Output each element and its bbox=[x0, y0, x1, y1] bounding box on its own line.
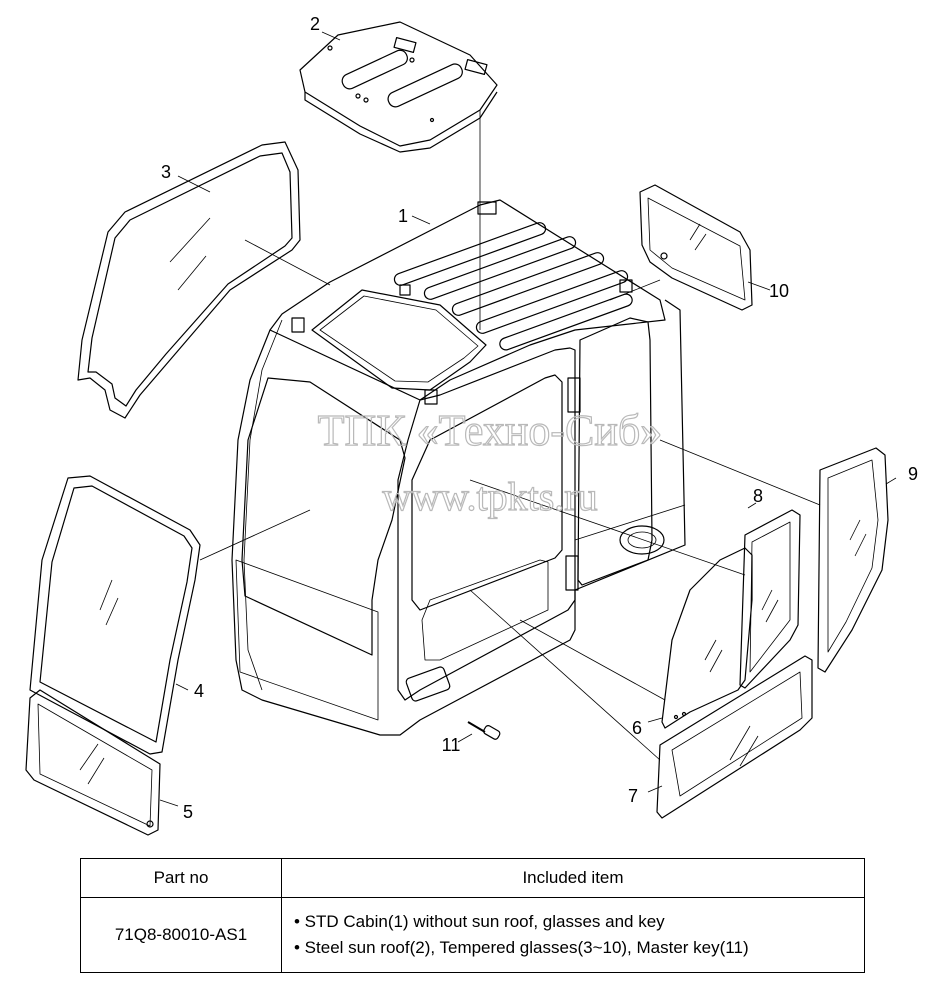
sun-roof-part bbox=[299, 21, 498, 153]
callout-1: 1 bbox=[398, 206, 408, 226]
cabin-body-part bbox=[231, 199, 686, 736]
callout-7: 7 bbox=[628, 786, 638, 806]
front-upper-glass-part bbox=[29, 475, 201, 755]
callout-3: 3 bbox=[161, 162, 171, 182]
included-items-cell: • STD Cabin(1) without sun roof, glasses… bbox=[281, 897, 865, 973]
table-row: 71Q8-80010-AS1 • STD Cabin(1) without su… bbox=[80, 897, 865, 973]
part-number-cell: 71Q8-80010-AS1 bbox=[80, 897, 282, 973]
callout-9: 9 bbox=[908, 464, 918, 484]
door-glass-7-part bbox=[656, 655, 813, 819]
master-key-part bbox=[467, 721, 501, 740]
callout-6: 6 bbox=[632, 718, 642, 738]
callout-4: 4 bbox=[194, 681, 204, 701]
included-item-line: • Steel sun roof(2), Tempered glasses(3~… bbox=[294, 938, 749, 957]
table-header-row: Part no Included item bbox=[80, 858, 865, 898]
header-included-item: Included item bbox=[281, 858, 865, 898]
exploded-cabin-diagram: ТПК «Техно-Сиб» www.tpkts.ru 1 2 3 4 5 6… bbox=[25, 14, 918, 836]
callout-8: 8 bbox=[753, 486, 763, 506]
door-glass-6-part bbox=[661, 547, 753, 729]
header-part-no: Part no bbox=[80, 858, 282, 898]
watermark-line-1: ТПК «Техно-Сиб» bbox=[318, 406, 663, 455]
callout-10: 10 bbox=[769, 281, 789, 301]
rear-glass-part bbox=[77, 141, 301, 419]
parts-table: Part no Included item 71Q8-80010-AS1 • S… bbox=[80, 858, 865, 973]
callout-5: 5 bbox=[183, 802, 193, 822]
callout-2: 2 bbox=[310, 14, 320, 34]
door-glass-8-part bbox=[739, 509, 801, 689]
callout-11: 11 bbox=[442, 735, 461, 755]
front-lower-glass-part bbox=[25, 689, 161, 836]
leader-lines bbox=[159, 31, 897, 807]
included-item-line: • STD Cabin(1) without sun roof, glasses… bbox=[294, 912, 665, 931]
right-upper-glass-part bbox=[639, 184, 753, 311]
watermark-line-2: www.tpkts.ru bbox=[382, 474, 597, 519]
right-side-glass-part bbox=[817, 447, 889, 673]
